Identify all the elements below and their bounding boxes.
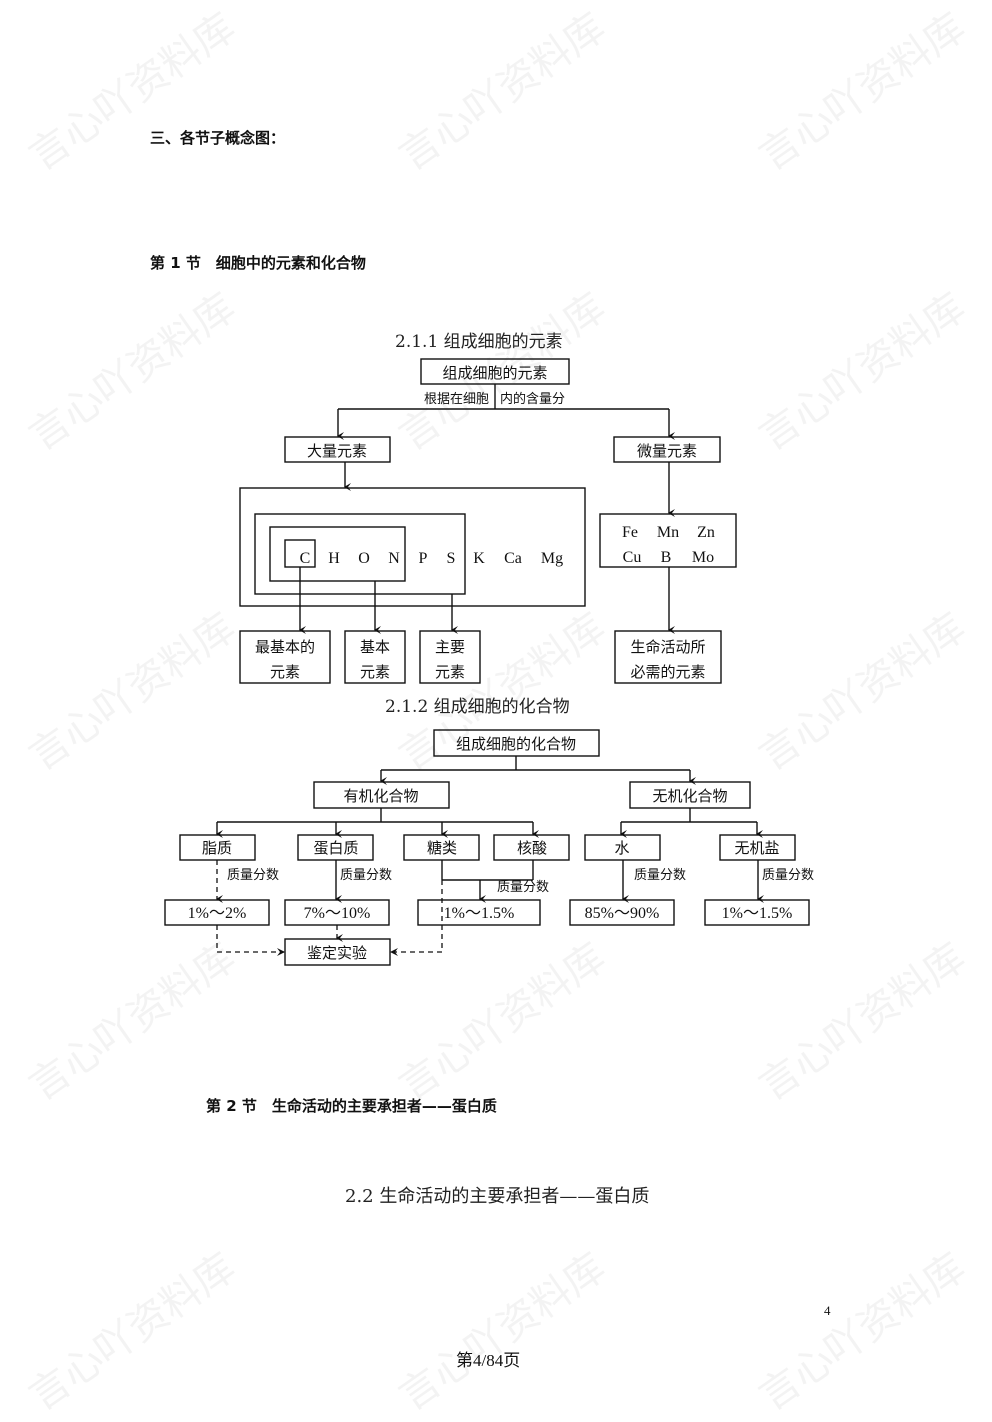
- svg-text:1%～1.5%: 1%～1.5%: [722, 905, 793, 922]
- heading: 三、各节子概念图：: [150, 129, 286, 147]
- svg-text:无机盐: 无机盐: [734, 839, 779, 857]
- svg-text:Ca: Ca: [504, 550, 522, 567]
- svg-text:P: P: [419, 550, 428, 567]
- svg-text:糖类: 糖类: [427, 839, 457, 857]
- svg-text:Zn: Zn: [697, 524, 715, 541]
- svg-text:核酸: 核酸: [517, 839, 547, 857]
- svg-text:O: O: [358, 550, 370, 567]
- svg-text:质量分数: 质量分数: [227, 868, 279, 883]
- section-2-title: 第 2 节 生命活动的主要承担者——蛋白质: [206, 1097, 497, 1115]
- svg-text:最基本的: 最基本的: [255, 638, 315, 656]
- svg-text:S: S: [447, 550, 456, 567]
- svg-text:生命活动所: 生命活动所: [630, 638, 705, 656]
- svg-text:无机化合物: 无机化合物: [652, 787, 727, 805]
- svg-text:元素: 元素: [360, 663, 390, 681]
- micro-label: 微量元素: [637, 442, 697, 460]
- svg-text:7%～10%: 7%～10%: [304, 905, 371, 922]
- svg-text:基本: 基本: [360, 638, 390, 656]
- criterion-left: 根据在细胞: [424, 392, 489, 407]
- figure-caption-2-1-1: 2.1.1 组成细胞的元素: [395, 332, 563, 352]
- svg-text:Cu: Cu: [623, 549, 642, 566]
- svg-text:Mg: Mg: [541, 550, 563, 567]
- svg-text:Mn: Mn: [657, 524, 679, 541]
- svg-text:鉴定实验: 鉴定实验: [307, 944, 367, 962]
- svg-text:元素: 元素: [270, 663, 300, 681]
- svg-text:Mo: Mo: [692, 549, 714, 566]
- root-label: 组成细胞的元素: [442, 364, 547, 382]
- svg-text:1%～1.5%: 1%～1.5%: [444, 905, 515, 922]
- svg-text:B: B: [661, 549, 672, 566]
- svg-text:有机化合物: 有机化合物: [343, 787, 418, 805]
- svg-text:Fe: Fe: [622, 524, 638, 541]
- page-footer: 第4/84页: [456, 1351, 521, 1370]
- macro-label: 大量元素: [307, 442, 367, 460]
- svg-text:水: 水: [614, 839, 629, 857]
- svg-text:N: N: [388, 550, 400, 567]
- svg-text:必需的元素: 必需的元素: [630, 663, 705, 681]
- criterion-right: 内的含量分: [500, 391, 565, 407]
- svg-text:H: H: [328, 550, 340, 567]
- svg-text:蛋白质: 蛋白质: [313, 839, 358, 857]
- svg-text:质量分数: 质量分数: [634, 868, 686, 883]
- page-number: 4: [824, 1303, 831, 1318]
- svg-text:组成细胞的化合物: 组成细胞的化合物: [456, 735, 576, 753]
- svg-text:85%～90%: 85%～90%: [585, 905, 660, 922]
- svg-text:质量分数: 质量分数: [497, 880, 549, 895]
- svg-text:K: K: [473, 550, 485, 567]
- svg-text:质量分数: 质量分数: [340, 868, 392, 883]
- svg-text:1%～2%: 1%～2%: [188, 905, 247, 922]
- svg-text:元素: 元素: [435, 663, 465, 681]
- section-2-caption: 2.2 生命活动的主要承担者——蛋白质: [345, 1186, 650, 1207]
- svg-text:脂质: 脂质: [202, 839, 232, 857]
- section-1-title: 第 1 节 细胞中的元素和化合物: [150, 254, 366, 272]
- svg-text:主要: 主要: [435, 638, 465, 656]
- figure-caption-2-1-2: 2.1.2 组成细胞的化合物: [385, 697, 570, 717]
- svg-text:C: C: [300, 550, 311, 567]
- svg-text:质量分数: 质量分数: [762, 868, 814, 883]
